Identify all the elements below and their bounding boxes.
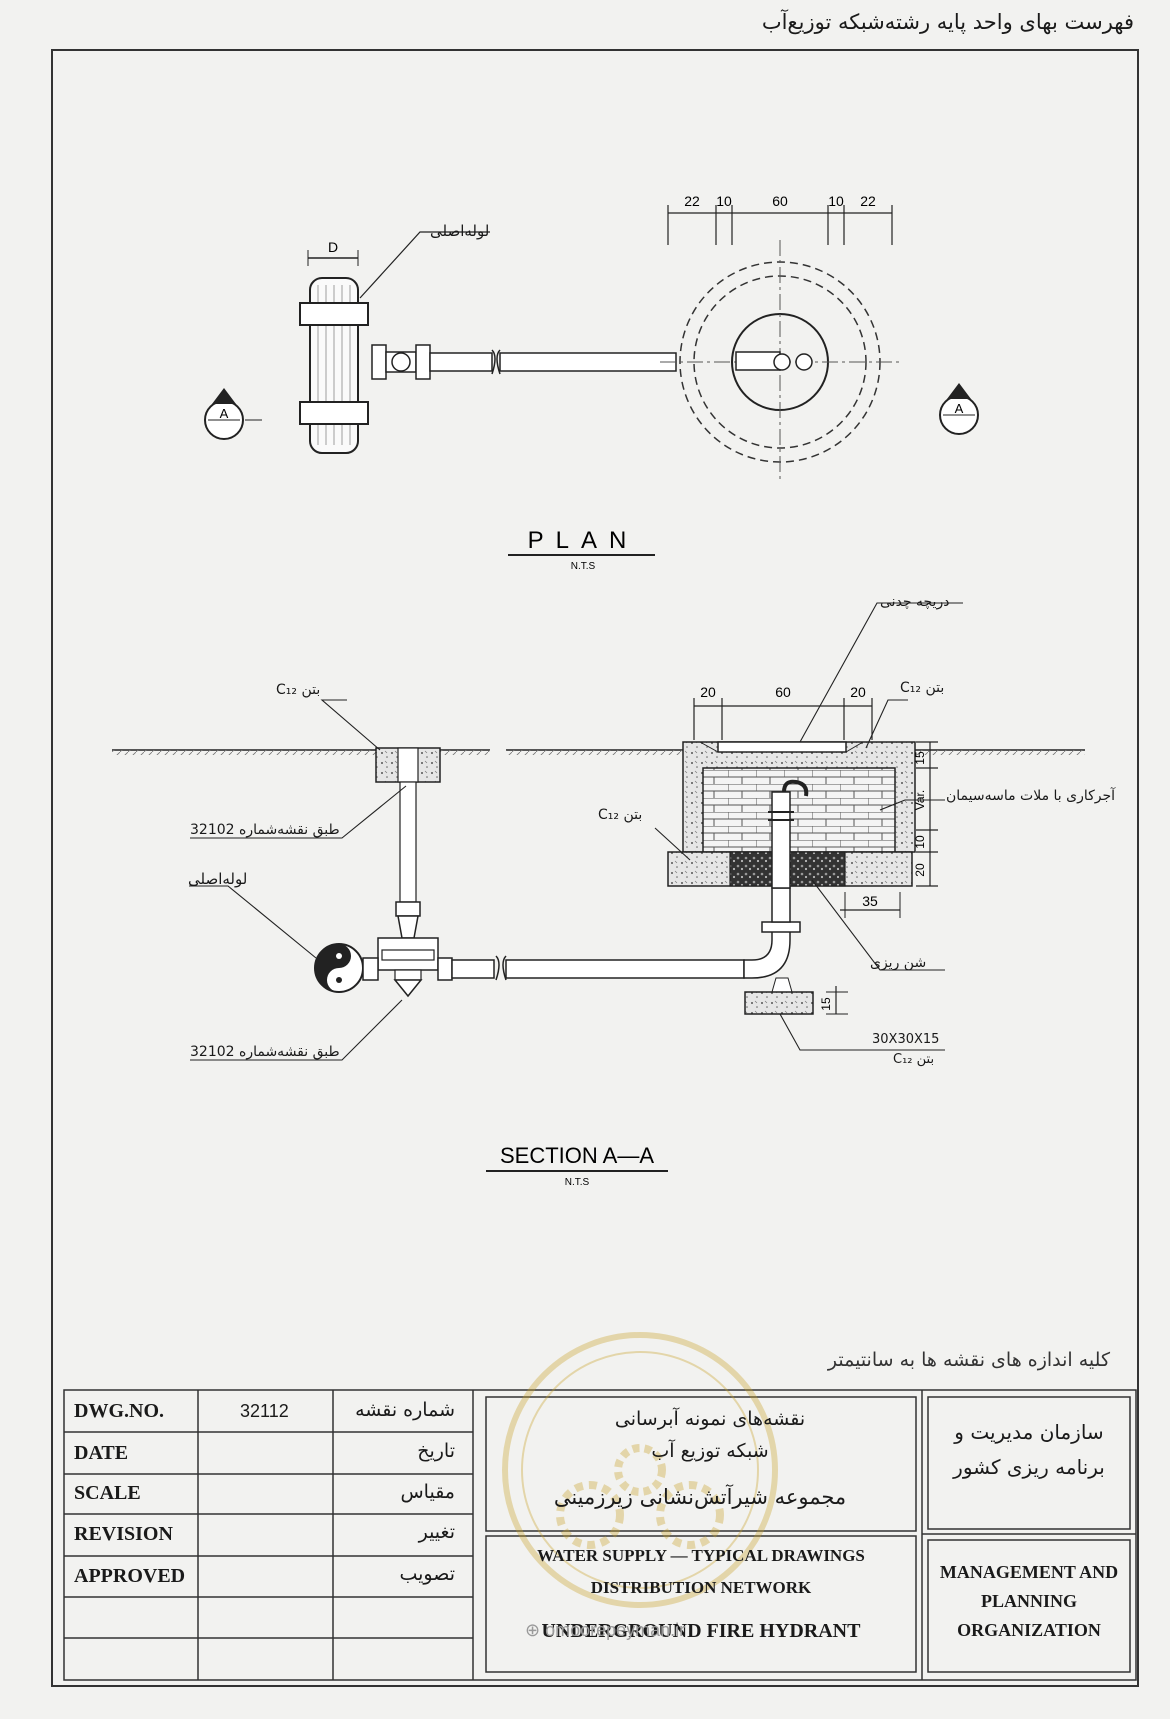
section-dim-35: 35 (862, 893, 878, 909)
plan-dim-5: 22 (860, 193, 876, 209)
plan-scale: N.T.S (571, 561, 596, 572)
section-view: 20 60 20 15 Var. 10 20 35 15 (112, 602, 1085, 1188)
tb-date-label: DATE (74, 1442, 129, 1464)
tb-revision-label: REVISION (74, 1523, 173, 1545)
tb-scale-fa: مقیاس (400, 1481, 455, 1503)
section-dim-15: 15 (819, 997, 833, 1011)
plan-dim-1: 22 (684, 193, 700, 209)
tb-revision-fa: تغییر (418, 1521, 455, 1543)
tb-dwgno-fa: شماره نقشه (355, 1399, 455, 1421)
plan-dim-2: 10 (716, 193, 732, 209)
tb-fa-title-1: نقشه‌های نمونه آبرسانی (614, 1408, 806, 1430)
tb-org-en-2: PLANNING (980, 1591, 1077, 1611)
plan-collar-bottom (299, 401, 369, 425)
plan-branch-pipe (499, 352, 677, 372)
tb-org-fa-2: برنامه ریزی کشور (953, 1455, 1105, 1479)
label-block-concrete: بتن C₁₂ (893, 1052, 935, 1067)
plan-collar-top (299, 302, 369, 326)
tb-en-title-3: UNDERGROUND FIRE HYDRANT (541, 1620, 861, 1642)
section-dim-2: 60 (775, 684, 791, 700)
svg-text:A: A (955, 401, 964, 416)
svg-text:10: 10 (913, 835, 927, 849)
label-section-main-pipe: لوله‌اصلی (188, 870, 248, 888)
label-ref-bottom: طبق نقشه‌شماره 32102 (190, 1044, 340, 1060)
section-branch-pipe (505, 959, 745, 979)
plan-label-main-pipe: لوله‌اصلی (430, 222, 490, 240)
plan-title: PLAN (528, 527, 639, 554)
section-dim-3: 20 (850, 684, 866, 700)
svg-text:20: 20 (913, 863, 927, 877)
label-concrete-left: بتن C₁₂ (276, 682, 321, 698)
tb-approved-fa: تصویب (399, 1563, 455, 1585)
brickwork (702, 767, 896, 853)
svg-text:15: 15 (913, 751, 927, 765)
tb-org-fa-1: سازمان مدیریت و (954, 1420, 1104, 1444)
section-dim-1: 20 (700, 684, 716, 700)
label-brickwork: آجرکاری با ملات ماسه‌سیمان (946, 788, 1116, 804)
label-concrete-right: بتن C₁₂ (900, 680, 945, 696)
label-gravel: شن ریزی (870, 955, 927, 971)
cast-iron-lid (717, 741, 847, 753)
section-scale: N.T.S (565, 1177, 590, 1188)
label-concrete-mid: بتن C₁₂ (598, 807, 643, 823)
tb-org-en-3: ORGANIZATION (957, 1620, 1101, 1640)
tb-en-title-2: DISTRIBUTION NETWORK (590, 1578, 812, 1597)
tb-org-en-1: MANAGEMENT AND (939, 1562, 1119, 1582)
label-cast-iron-lid: دریچه چدنی (880, 594, 950, 610)
watermark-logo (502, 1332, 778, 1608)
tb-fa-title-3: مجموعه شیرآتش‌نشانی زیرزمینی (553, 1485, 847, 1509)
page-header: فهرست بهای واحد پایه رشته‌شبکه توزیع‌آب (761, 10, 1134, 34)
plan-dim-4: 10 (828, 193, 844, 209)
units-note: کلیه اندازه های نقشه ها به سانتیمتر (827, 1349, 1110, 1371)
label-block-size: 30X30X15 (872, 1032, 940, 1047)
tb-approved-label: APPROVED (74, 1565, 186, 1587)
tb-dwgno-label: DWG.NO. (74, 1400, 164, 1422)
tb-date-fa: تاریخ (417, 1440, 455, 1462)
plan-view: D 22 10 60 10 22 (204, 193, 979, 572)
label-ref-top: طبق نقشه‌شماره 32102 (190, 822, 340, 838)
tb-scale-label: SCALE (74, 1482, 141, 1504)
title-block (63, 1389, 1137, 1681)
tb-dwgno-value: 32112 (240, 1401, 289, 1421)
section-title: SECTION A—A (500, 1143, 654, 1168)
plan-dim-3: 60 (772, 193, 788, 209)
tb-en-title-1: WATER SUPPLY — TYPICAL DRAWINGS (537, 1546, 865, 1565)
plan-dim-d: D (328, 239, 338, 255)
watermark-text: ⊕ omoorepeyman.ir (525, 1620, 686, 1640)
tb-fa-title-2: شبکه توزیع آب (651, 1440, 769, 1462)
sheet-border (51, 49, 1139, 1687)
thrust-block (744, 991, 814, 1015)
svg-text:A: A (220, 406, 229, 421)
